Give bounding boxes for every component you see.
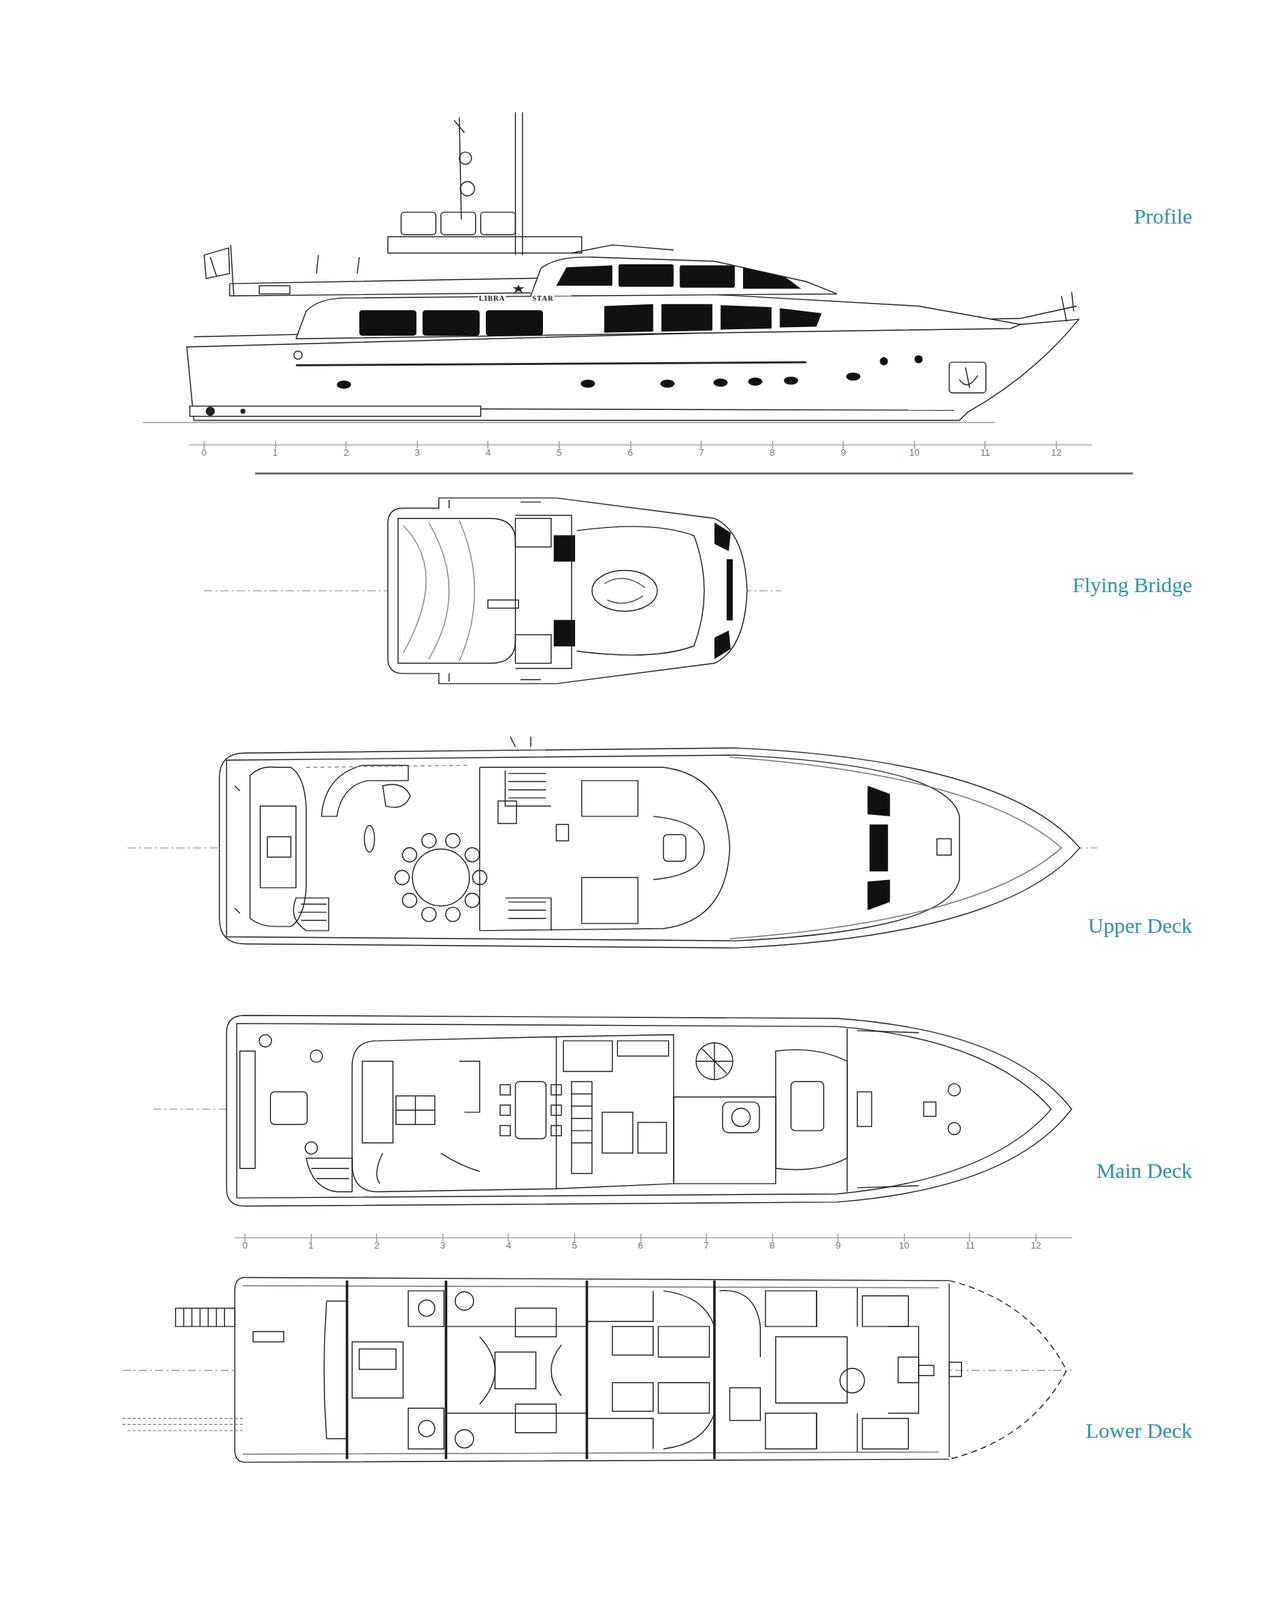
scale-number: 6 bbox=[627, 447, 633, 458]
scale-number: 0 bbox=[201, 447, 207, 458]
view-title: Flying Bridge bbox=[1072, 572, 1193, 597]
profile-view bbox=[142, 112, 1134, 474]
scale-bar bbox=[235, 1233, 1072, 1242]
scale-number: 3 bbox=[440, 1240, 446, 1251]
view-title: Profile bbox=[1133, 204, 1193, 228]
scale-number: 8 bbox=[769, 447, 775, 458]
scale-number: 10 bbox=[898, 1240, 909, 1251]
scale-number: 9 bbox=[840, 447, 846, 458]
scale-number: 10 bbox=[908, 447, 919, 458]
scale-number: 6 bbox=[637, 1240, 643, 1251]
scale-number: 12 bbox=[1030, 1240, 1041, 1251]
scale-number: 12 bbox=[1050, 447, 1061, 458]
scale-number: 7 bbox=[703, 1240, 709, 1251]
upper-deck-plan bbox=[127, 736, 1098, 949]
view-title: Main Deck bbox=[1095, 1158, 1192, 1183]
scale-number: 4 bbox=[505, 1240, 511, 1251]
flying-bridge-plan bbox=[204, 497, 781, 684]
scale-number: 5 bbox=[572, 1240, 578, 1251]
scale-number: 11 bbox=[965, 1240, 976, 1251]
view-title: Lower Deck bbox=[1085, 1418, 1192, 1443]
scale-number: 11 bbox=[980, 447, 991, 458]
main-deck-plan bbox=[152, 1015, 1072, 1206]
yacht-name: STAR bbox=[531, 294, 555, 303]
scale-number: 1 bbox=[307, 1240, 313, 1251]
lower-deck-plan bbox=[122, 1278, 1072, 1464]
scale-number: 1 bbox=[272, 447, 278, 458]
view-title: Upper Deck bbox=[1088, 913, 1193, 938]
yacht-name: LIBRA bbox=[477, 294, 506, 303]
scale-number: 7 bbox=[698, 447, 704, 458]
scale-number: 8 bbox=[769, 1240, 775, 1251]
scale-number: 5 bbox=[556, 447, 562, 458]
scale-number: 9 bbox=[835, 1240, 841, 1251]
scale-number: 3 bbox=[414, 447, 420, 458]
scale-number: 4 bbox=[485, 447, 491, 458]
scale-number: 0 bbox=[242, 1240, 248, 1251]
scale-number: 2 bbox=[343, 447, 349, 458]
scale-number: 2 bbox=[374, 1240, 380, 1251]
